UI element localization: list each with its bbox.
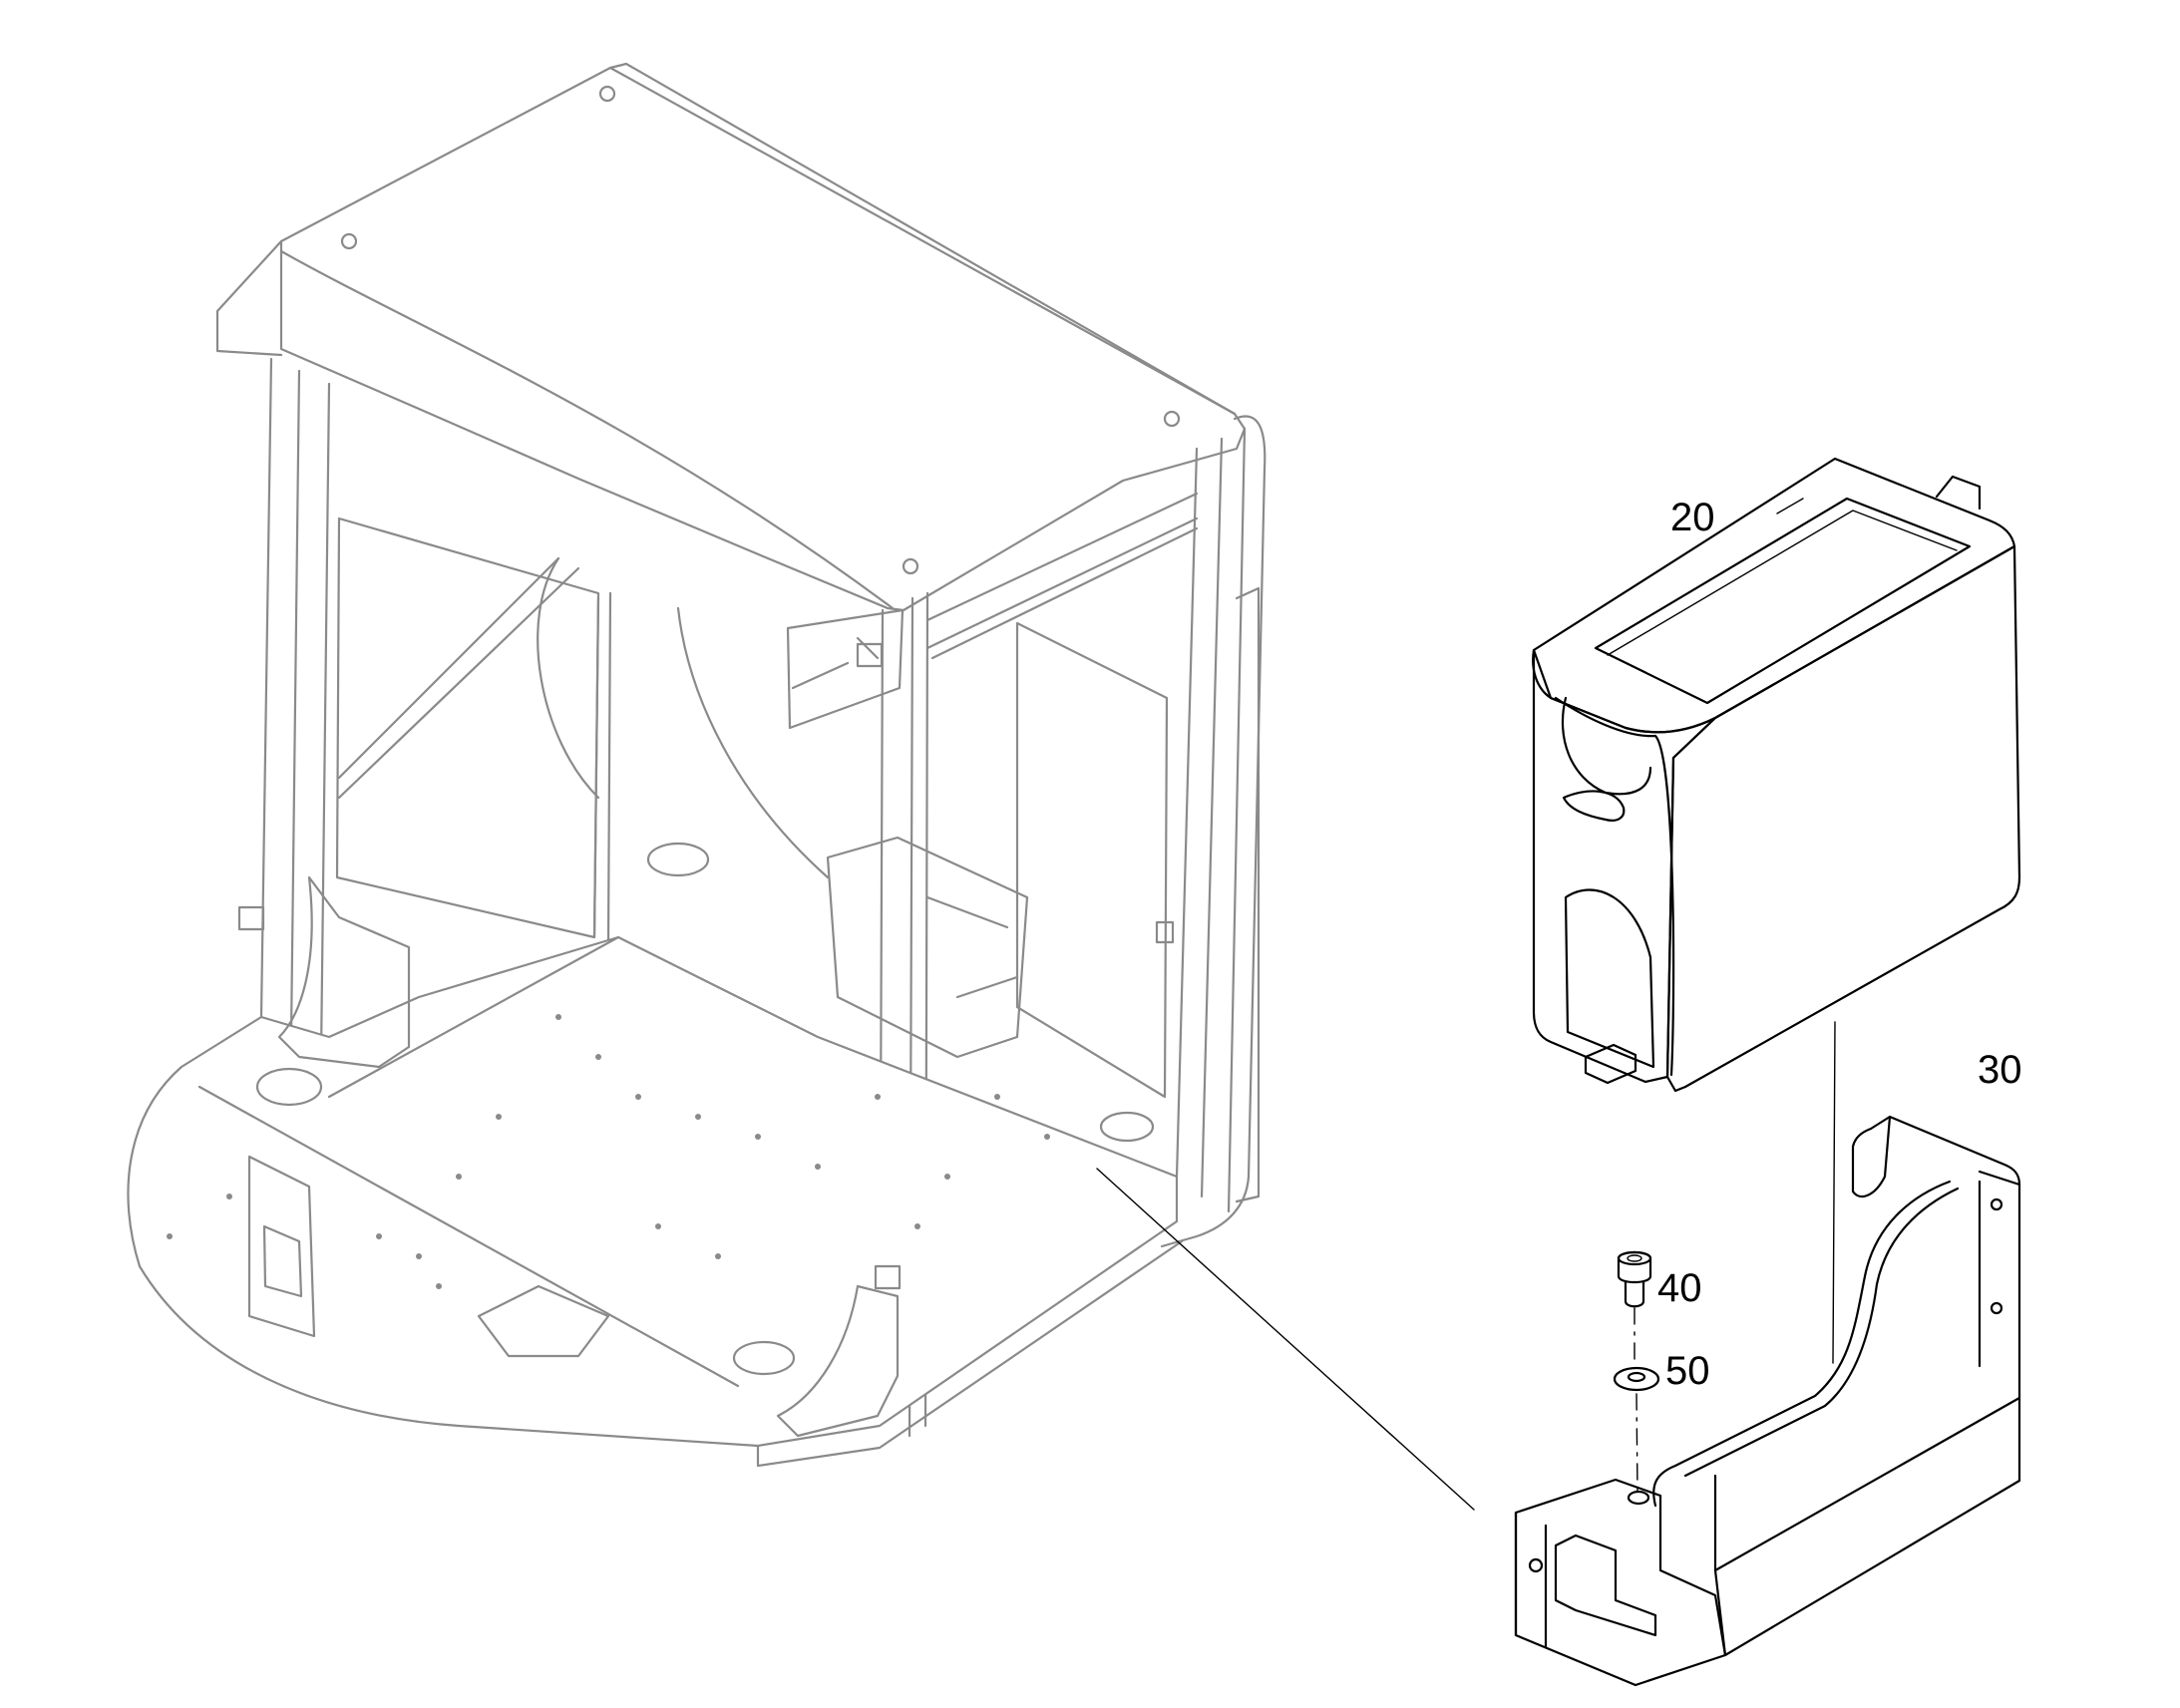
box-top-recess bbox=[1594, 497, 1972, 705]
callout-40: 40 bbox=[1657, 1266, 1702, 1310]
cab-seat-mount-right bbox=[1099, 1111, 1155, 1143]
cab-diagonal-brace bbox=[337, 556, 580, 800]
bracket-base-front bbox=[1514, 1511, 1548, 1649]
callout-30: 30 bbox=[1978, 1048, 2022, 1092]
cab-door-rail bbox=[925, 492, 1199, 660]
bracket-side-flange bbox=[1978, 1170, 2021, 1368]
fastener-axis bbox=[1634, 1307, 1638, 1493]
cab-grab-handle bbox=[1235, 586, 1261, 1203]
cab-post-front-left bbox=[259, 357, 331, 1059]
box-side-face bbox=[1665, 544, 2021, 1093]
washer-outer bbox=[1613, 1366, 1660, 1392]
cab-bolt bbox=[598, 85, 616, 103]
callout-20: 20 bbox=[1670, 496, 1715, 539]
box-bottom-tab bbox=[1584, 1043, 1637, 1085]
box-front-cutout-upper bbox=[1561, 696, 1652, 796]
bracket-back-plate bbox=[1713, 1115, 2021, 1572]
cab-seat-mount-left bbox=[255, 1067, 323, 1107]
bracket-hole-side-upper bbox=[1990, 1197, 2003, 1211]
part-20-control-box bbox=[1532, 457, 2021, 1364]
box-front-bezel bbox=[1554, 696, 1675, 1077]
cab-roof bbox=[279, 62, 1247, 612]
cab-window-right bbox=[1015, 621, 1169, 1099]
bracket-hole-front bbox=[1528, 1557, 1544, 1573]
bracket-hole-top bbox=[1627, 1490, 1650, 1506]
box-top-face bbox=[1532, 457, 2016, 734]
cab-post-rear-right bbox=[1175, 427, 1247, 1213]
bracket-base bbox=[1514, 1478, 1727, 1687]
cab-floor-plate bbox=[127, 935, 1179, 1448]
bracket-top-lip bbox=[1851, 1115, 1892, 1198]
cab-front-right-gusset bbox=[776, 1284, 900, 1438]
box-mount-axis bbox=[1832, 1021, 1836, 1364]
cab-floor-rear-edge bbox=[756, 1239, 1184, 1468]
cab-front-bracket bbox=[247, 1155, 316, 1338]
cab-roof-back-edge bbox=[608, 66, 1237, 416]
location-leader-line bbox=[1096, 1168, 1475, 1511]
cab-roof-side-edge bbox=[215, 239, 283, 357]
cab-floor-hatch bbox=[477, 1284, 610, 1358]
cab-curved-brace bbox=[537, 556, 830, 879]
screw-head bbox=[1617, 1250, 1652, 1284]
box-front-cutout-mid bbox=[1562, 790, 1626, 822]
callout-20-leader bbox=[1776, 498, 1804, 514]
washer-inner bbox=[1627, 1371, 1646, 1383]
bracket-curved-wall bbox=[1652, 1180, 1952, 1508]
cab-bolt bbox=[902, 557, 919, 575]
cab-window-left bbox=[335, 516, 600, 939]
screw-shank bbox=[1624, 1279, 1645, 1308]
cab-tab bbox=[237, 905, 265, 931]
cab-tab bbox=[856, 642, 884, 668]
box-rear-tab bbox=[1935, 475, 1982, 511]
cab-left-gusset bbox=[277, 875, 411, 1069]
cab-floor-seam bbox=[197, 935, 740, 1388]
bracket-right-side bbox=[1713, 1396, 2021, 1657]
bracket-hole-side-lower bbox=[1990, 1301, 2003, 1315]
cab-bolt bbox=[340, 232, 358, 250]
part-30-mounting-bracket bbox=[1514, 1115, 2021, 1687]
cab-frame bbox=[127, 62, 1267, 1468]
cab-tab bbox=[1155, 920, 1175, 944]
callout-50: 50 bbox=[1665, 1349, 1710, 1393]
cab-seat-mount-rear bbox=[646, 842, 710, 877]
cab-seat-mount-front bbox=[732, 1340, 796, 1376]
box-front-face bbox=[1532, 648, 1717, 1084]
cab-bolt bbox=[1163, 410, 1181, 428]
part-50-washer bbox=[1613, 1366, 1660, 1392]
cab-roof-front-edge bbox=[279, 249, 895, 610]
part-40-screw bbox=[1617, 1250, 1652, 1308]
cab-header-bracket bbox=[786, 608, 905, 730]
cab-door-frame-right bbox=[1160, 415, 1267, 1248]
box-front-cutout-lower bbox=[1564, 888, 1655, 1069]
cab-tab bbox=[874, 1264, 902, 1290]
bracket-base-slot bbox=[1554, 1534, 1657, 1637]
bracket-inner-edge bbox=[1683, 1187, 1960, 1478]
cab-console-tower bbox=[826, 836, 1029, 1059]
